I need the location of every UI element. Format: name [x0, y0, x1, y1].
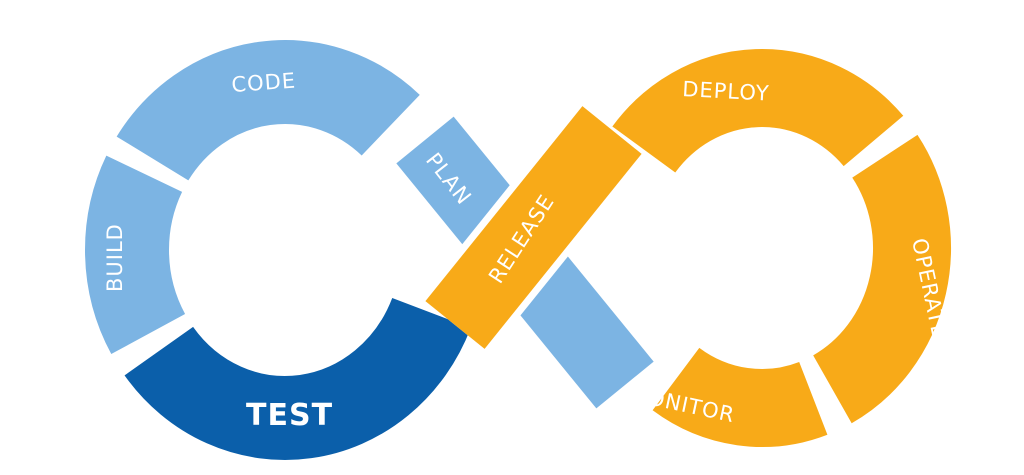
- code-segment: [116, 40, 420, 182]
- release-band: [425, 106, 642, 349]
- test-segment: [124, 297, 471, 460]
- label-test: TEST: [246, 398, 333, 433]
- operate-segment: [812, 134, 951, 424]
- monitor-segment: [652, 347, 828, 447]
- label-build: BUILD: [103, 223, 127, 292]
- label-code: CODE: [231, 69, 297, 97]
- label-deploy: DEPLOY: [682, 77, 770, 106]
- build-segment: [85, 155, 186, 355]
- deploy-segment: [612, 49, 904, 174]
